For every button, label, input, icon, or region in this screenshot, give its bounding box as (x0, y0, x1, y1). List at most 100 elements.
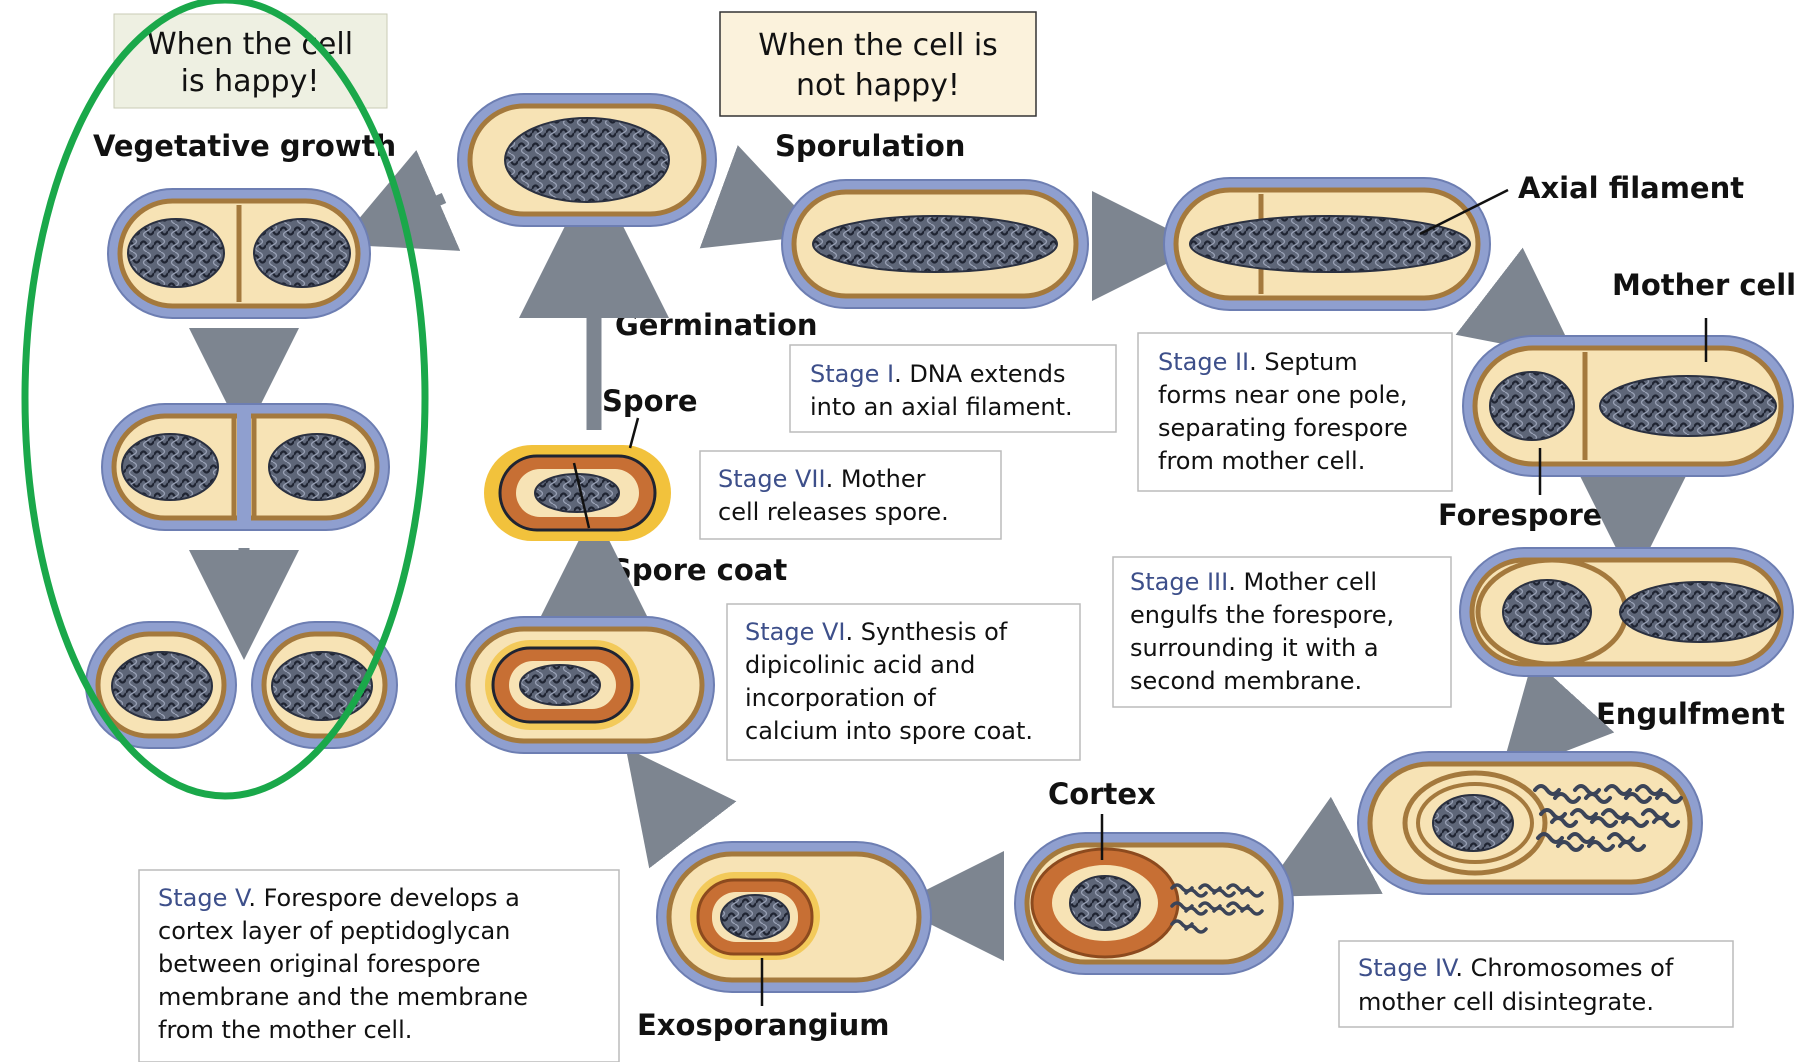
dna-blob (1503, 580, 1591, 644)
cell-vegetative-1 (108, 189, 370, 318)
dna-blob (813, 216, 1057, 272)
cell-daughter-right (252, 622, 397, 748)
stage-iii-line4: second membrane. (1130, 667, 1362, 695)
arrow-to-sporulation (722, 198, 760, 212)
stage-v-line5: from the mother cell. (158, 1016, 412, 1044)
label-germination: Germination (615, 308, 818, 342)
cell-stage-ii (1164, 178, 1490, 310)
dna-blob (1620, 582, 1780, 642)
stage-box-i: Stage I. DNA extends into an axial filam… (790, 345, 1116, 432)
cell-stage-i (782, 180, 1088, 308)
callout-not-happy: When the cell is not happy! (720, 12, 1036, 116)
arrow-to-spore-coat (666, 800, 686, 826)
svg-text:Stage IV. Chromosomes of: Stage IV. Chromosomes of (1358, 954, 1674, 982)
stage-box-v: Stage V. Forespore develops a cortex lay… (139, 870, 619, 1062)
stage-iii-line2: engulfs the forespore, (1130, 601, 1394, 629)
cells (86, 94, 1793, 992)
dna-blob (254, 219, 350, 287)
stage-vi-line3: incorporation of (745, 684, 936, 712)
cell-stage-iii (1460, 548, 1793, 676)
stage-i-label: Stage I (810, 360, 894, 388)
dna-blob (112, 652, 212, 720)
label-axial-filament: Axial filament (1518, 171, 1744, 205)
arrow-to-engulfment (1544, 706, 1564, 728)
svg-text:Stage VI. Synthesis of: Stage VI. Synthesis of (745, 618, 1008, 646)
stage-box-vi: Stage VI. Synthesis of dipicolinic acid … (727, 604, 1080, 760)
stage-vi-label: Stage VI (745, 618, 845, 646)
stage-ii-line4: from mother cell. (1158, 447, 1365, 475)
stage-ii-line3: separating forespore (1158, 414, 1408, 442)
stage-ii-label: Stage II (1158, 348, 1249, 376)
cell-exosporangium (657, 842, 931, 992)
callout-not-happy-line2: not happy! (796, 68, 960, 103)
label-forespore: Forespore (1438, 498, 1602, 532)
stage-iv-line1: Chromosomes of (1471, 954, 1674, 982)
stage-box-iii: Stage III. Mother cell engulfs the fores… (1113, 557, 1451, 707)
label-exosporangium: Exosporangium (637, 1008, 889, 1042)
stage-i-line2: into an axial filament. (810, 393, 1073, 421)
stage-iii-line1: Mother cell (1243, 568, 1377, 596)
stage-iv-label: Stage IV (1358, 954, 1459, 982)
stage-v-line2: cortex layer of peptidoglycan (158, 917, 510, 945)
dna-blob (269, 434, 365, 500)
label-engulfment: Engulfment (1596, 697, 1785, 731)
stage-ii-line1: Septum (1264, 348, 1357, 376)
dna-blob (721, 895, 789, 939)
stage-iv-line2: mother cell disintegrate. (1358, 988, 1654, 1016)
label-spore-coat: Spore coat (611, 553, 787, 587)
label-cortex: Cortex (1048, 777, 1156, 811)
dna-blob (1433, 795, 1513, 851)
cell-stage-v (1015, 833, 1293, 974)
cell-daughter-left (86, 622, 236, 748)
dna-blob (1190, 216, 1470, 272)
callout-not-happy-line1: When the cell is (758, 28, 998, 63)
stage-v-label: Stage V (158, 884, 252, 912)
dna-blob (122, 434, 218, 500)
svg-text:Stage III. Mother cell: Stage III. Mother cell (1130, 568, 1377, 596)
label-mother-cell: Mother cell (1612, 268, 1796, 302)
arrow-to-mother-cell (1498, 298, 1524, 318)
released-spore (484, 445, 671, 541)
stage-box-ii: Stage II. Septum forms near one pole, se… (1138, 333, 1452, 491)
stage-v-line3: between original forespore (158, 950, 481, 978)
stage-vi-line1: Synthesis of (861, 618, 1008, 646)
label-vegetative-growth: Vegetative growth (93, 129, 396, 163)
svg-text:Stage II. Septum: Stage II. Septum (1158, 348, 1358, 376)
label-sporulation: Sporulation (775, 129, 965, 163)
stage-v-line4: membrane and the membrane (158, 983, 528, 1011)
svg-text:Stage V. Forespore develops a: Stage V. Forespore develops a (158, 884, 520, 912)
dna-blob (1600, 376, 1776, 436)
cell-vegetative-2 (102, 404, 389, 530)
stage-v-line1: Forespore develops a (264, 884, 520, 912)
stage-i-line1: DNA extends (909, 360, 1065, 388)
dna-blob (1490, 372, 1574, 440)
stage-iii-line3: surrounding it with a (1130, 634, 1379, 662)
dna-blob (520, 665, 600, 705)
stage-iii-label: Stage III (1130, 568, 1228, 596)
dna-blob (272, 652, 372, 720)
stage-vi-line2: dipicolinic acid and (745, 651, 975, 679)
arrow-to-cortex (1318, 850, 1348, 866)
svg-text:Stage I. DNA extends: Stage I. DNA extends (810, 360, 1065, 388)
stage-ii-line2: forms near one pole, (1158, 381, 1408, 409)
cell-spore-coat (456, 617, 714, 753)
stage-vii-line1: Mother (841, 465, 926, 493)
cell-germinating (458, 94, 716, 226)
dna-blob (128, 219, 224, 287)
stage-vii-line2: cell releases spore. (718, 498, 949, 526)
stage-vii-label: Stage VII (718, 465, 826, 493)
stage-vi-line4: calcium into spore coat. (745, 717, 1033, 745)
callout-happy-line2: is happy! (181, 64, 320, 99)
label-spore: Spore (602, 384, 698, 418)
leader-spore (630, 418, 638, 448)
stage-box-vii: Stage VII. Mother cell releases spore. (700, 451, 1001, 539)
cell-stage-iv (1358, 752, 1702, 894)
dna-blob (1070, 876, 1140, 930)
division-wall (237, 412, 251, 522)
cell-mother-forespore (1463, 336, 1793, 476)
callout-happy-line1: When the cell (147, 27, 353, 62)
svg-text:Stage VII. Mother: Stage VII. Mother (718, 465, 926, 493)
stage-box-iv: Stage IV. Chromosomes of mother cell dis… (1339, 941, 1733, 1027)
dna-blob (505, 118, 669, 202)
